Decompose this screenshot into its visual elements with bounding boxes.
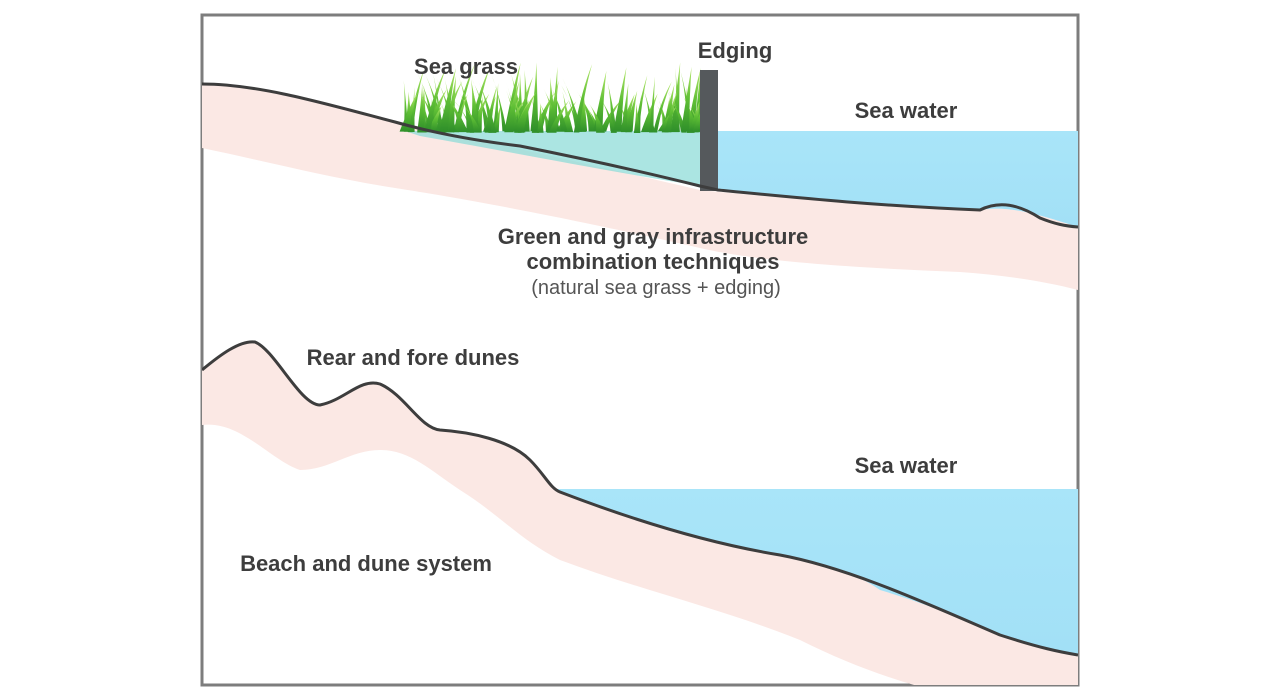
grass-blade	[550, 66, 558, 132]
grass-blade	[514, 92, 536, 132]
grass-blade	[504, 81, 520, 133]
edging-post	[700, 70, 718, 191]
top-sea-water-label: Sea water	[855, 98, 958, 123]
grass-blade	[589, 103, 605, 133]
sea-grass-water	[405, 131, 700, 186]
bottom-sand-band	[202, 341, 1078, 685]
grass-blade	[598, 95, 617, 131]
grass-blade	[599, 98, 623, 132]
grass-blade	[452, 94, 468, 133]
grass-blade	[573, 64, 593, 133]
grass-blade	[492, 104, 501, 133]
grass-blade	[478, 81, 497, 133]
grass-blade	[582, 94, 588, 132]
grass-blade	[576, 90, 598, 132]
bottom-sea-water	[556, 489, 1078, 655]
grass-blade	[607, 80, 617, 133]
grass-blade	[548, 100, 569, 133]
grass-blade	[653, 81, 672, 133]
top-caption-line3: (natural sea grass + edging)	[531, 277, 781, 299]
top-caption-line1: Green and gray infrastructure	[498, 224, 809, 249]
grass-blade	[620, 83, 629, 133]
grass-blade	[417, 84, 425, 132]
top-caption-line2: combination techniques	[526, 249, 779, 274]
edging-label: Edging	[698, 38, 773, 63]
grass-blade	[537, 102, 544, 133]
grass-blade	[625, 90, 638, 132]
grass-blade	[399, 92, 418, 132]
bottom-sea-water-label: Sea water	[855, 453, 958, 478]
grass-blade	[491, 75, 507, 132]
grass-blade	[613, 67, 627, 132]
grass-blade	[444, 92, 469, 133]
grass-blade	[410, 87, 415, 132]
grass-blade	[564, 101, 574, 133]
grass-blade	[546, 80, 559, 132]
grass-blade	[666, 90, 686, 132]
grass-blade	[407, 69, 424, 133]
grass-blade	[550, 85, 568, 132]
bottom-caption: Beach and dune system	[240, 551, 492, 576]
grass-blade	[485, 85, 497, 131]
top-sea-water	[718, 131, 1078, 227]
bottom-shoreline	[202, 340, 1078, 657]
grass-blade	[458, 76, 475, 133]
grass-blade	[633, 102, 641, 133]
grass-blade	[504, 62, 521, 132]
grass-blade	[439, 68, 456, 132]
grass-blade	[649, 76, 655, 133]
grass-blade	[664, 91, 678, 133]
sea-grass	[399, 62, 707, 133]
sea-grass-label: Sea grass	[414, 54, 518, 79]
grass-blade	[462, 104, 482, 132]
top-shoreline	[202, 82, 1078, 229]
grass-blade	[693, 67, 701, 132]
grass-blade	[680, 66, 692, 132]
dunes-label: Rear and fore dunes	[307, 345, 520, 370]
grass-blade	[530, 62, 539, 132]
grass-blade	[424, 69, 446, 133]
